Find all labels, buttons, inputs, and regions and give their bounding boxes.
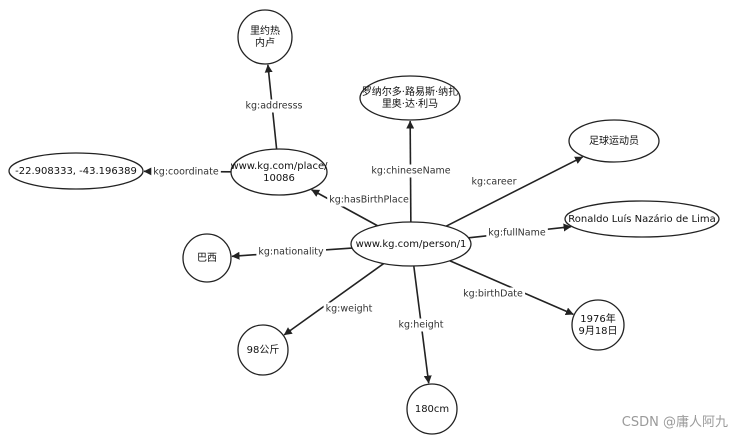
edge-person-to-weight: [283, 262, 385, 336]
node-shape: [568, 119, 660, 163]
edge-label-background: [461, 287, 526, 301]
node-height: 180cm: [406, 383, 458, 435]
edge-label: kg:coordinate: [153, 167, 219, 178]
edge-label-background: [256, 245, 326, 259]
node-label: 罗纳尔多·路易斯·纳扎: [362, 85, 458, 98]
edge-label: kg:birthDate: [463, 289, 523, 300]
node-shape: [230, 148, 328, 196]
node-shape: [237, 324, 289, 376]
node-label: 内卢: [255, 36, 275, 49]
node-career: 足球运动员: [568, 119, 660, 163]
edge-person-to-place: [311, 189, 378, 227]
node-label: -22.908333, -43.196389: [15, 166, 137, 177]
node-weight: 98公斤: [237, 324, 289, 376]
edge-label: kg:hasBirthPlace: [329, 195, 409, 206]
node-label: 98公斤: [247, 344, 280, 356]
edge-label: kg:weight: [326, 304, 373, 315]
edge-label: kg:career: [471, 177, 516, 188]
node-coordinate: -22.908333, -43.196389: [8, 152, 144, 190]
node-nationality: 巴西: [182, 233, 232, 283]
edge-label-background: [486, 226, 548, 240]
node-shape: [359, 75, 461, 121]
node-label: 1976年: [580, 312, 615, 325]
node-label: 10086: [263, 173, 295, 184]
edge-label-background: [396, 318, 446, 332]
node-place: www.kg.com/place/10086: [230, 148, 328, 196]
edge-label: kg:addresss: [245, 101, 302, 112]
node-label: www.kg.com/place/: [230, 161, 328, 172]
node-shape: [571, 299, 625, 351]
node-label: 巴西: [197, 252, 217, 264]
edge-label: kg:nationality: [258, 247, 324, 258]
node-shape: [350, 221, 472, 267]
node-label: 里奥·达·利马: [382, 97, 438, 110]
node-full-name: Ronaldo Luís Nazário de Lima: [564, 200, 720, 238]
node-shape: [182, 233, 232, 283]
edge-label-background: [369, 164, 453, 178]
edge-person-to-career: [445, 156, 584, 227]
node-label: 180cm: [415, 404, 449, 415]
node-shape: [406, 383, 458, 435]
node-shape: [8, 152, 144, 190]
edge-label: kg:chineseName: [371, 166, 450, 177]
edge-label: kg:fullName: [488, 228, 546, 239]
edge-label-background: [151, 165, 221, 179]
edge-label-background: [327, 193, 411, 207]
edge-label-background: [323, 302, 375, 316]
node-label: 足球运动员: [589, 134, 639, 147]
node-label: 里约热: [250, 24, 280, 37]
edge-label: kg:height: [398, 320, 443, 331]
node-shape: [237, 9, 293, 65]
edge-label-background: [469, 175, 519, 189]
watermark-text: CSDN @庸人阿九: [621, 415, 728, 430]
node-shape: [564, 200, 720, 238]
node-person: www.kg.com/person/1: [350, 221, 472, 267]
node-label: www.kg.com/person/1: [356, 239, 467, 250]
node-label: Ronaldo Luís Nazário de Lima: [568, 213, 715, 225]
edge-label-background: [243, 99, 305, 113]
node-label: 9月18日: [578, 325, 617, 337]
